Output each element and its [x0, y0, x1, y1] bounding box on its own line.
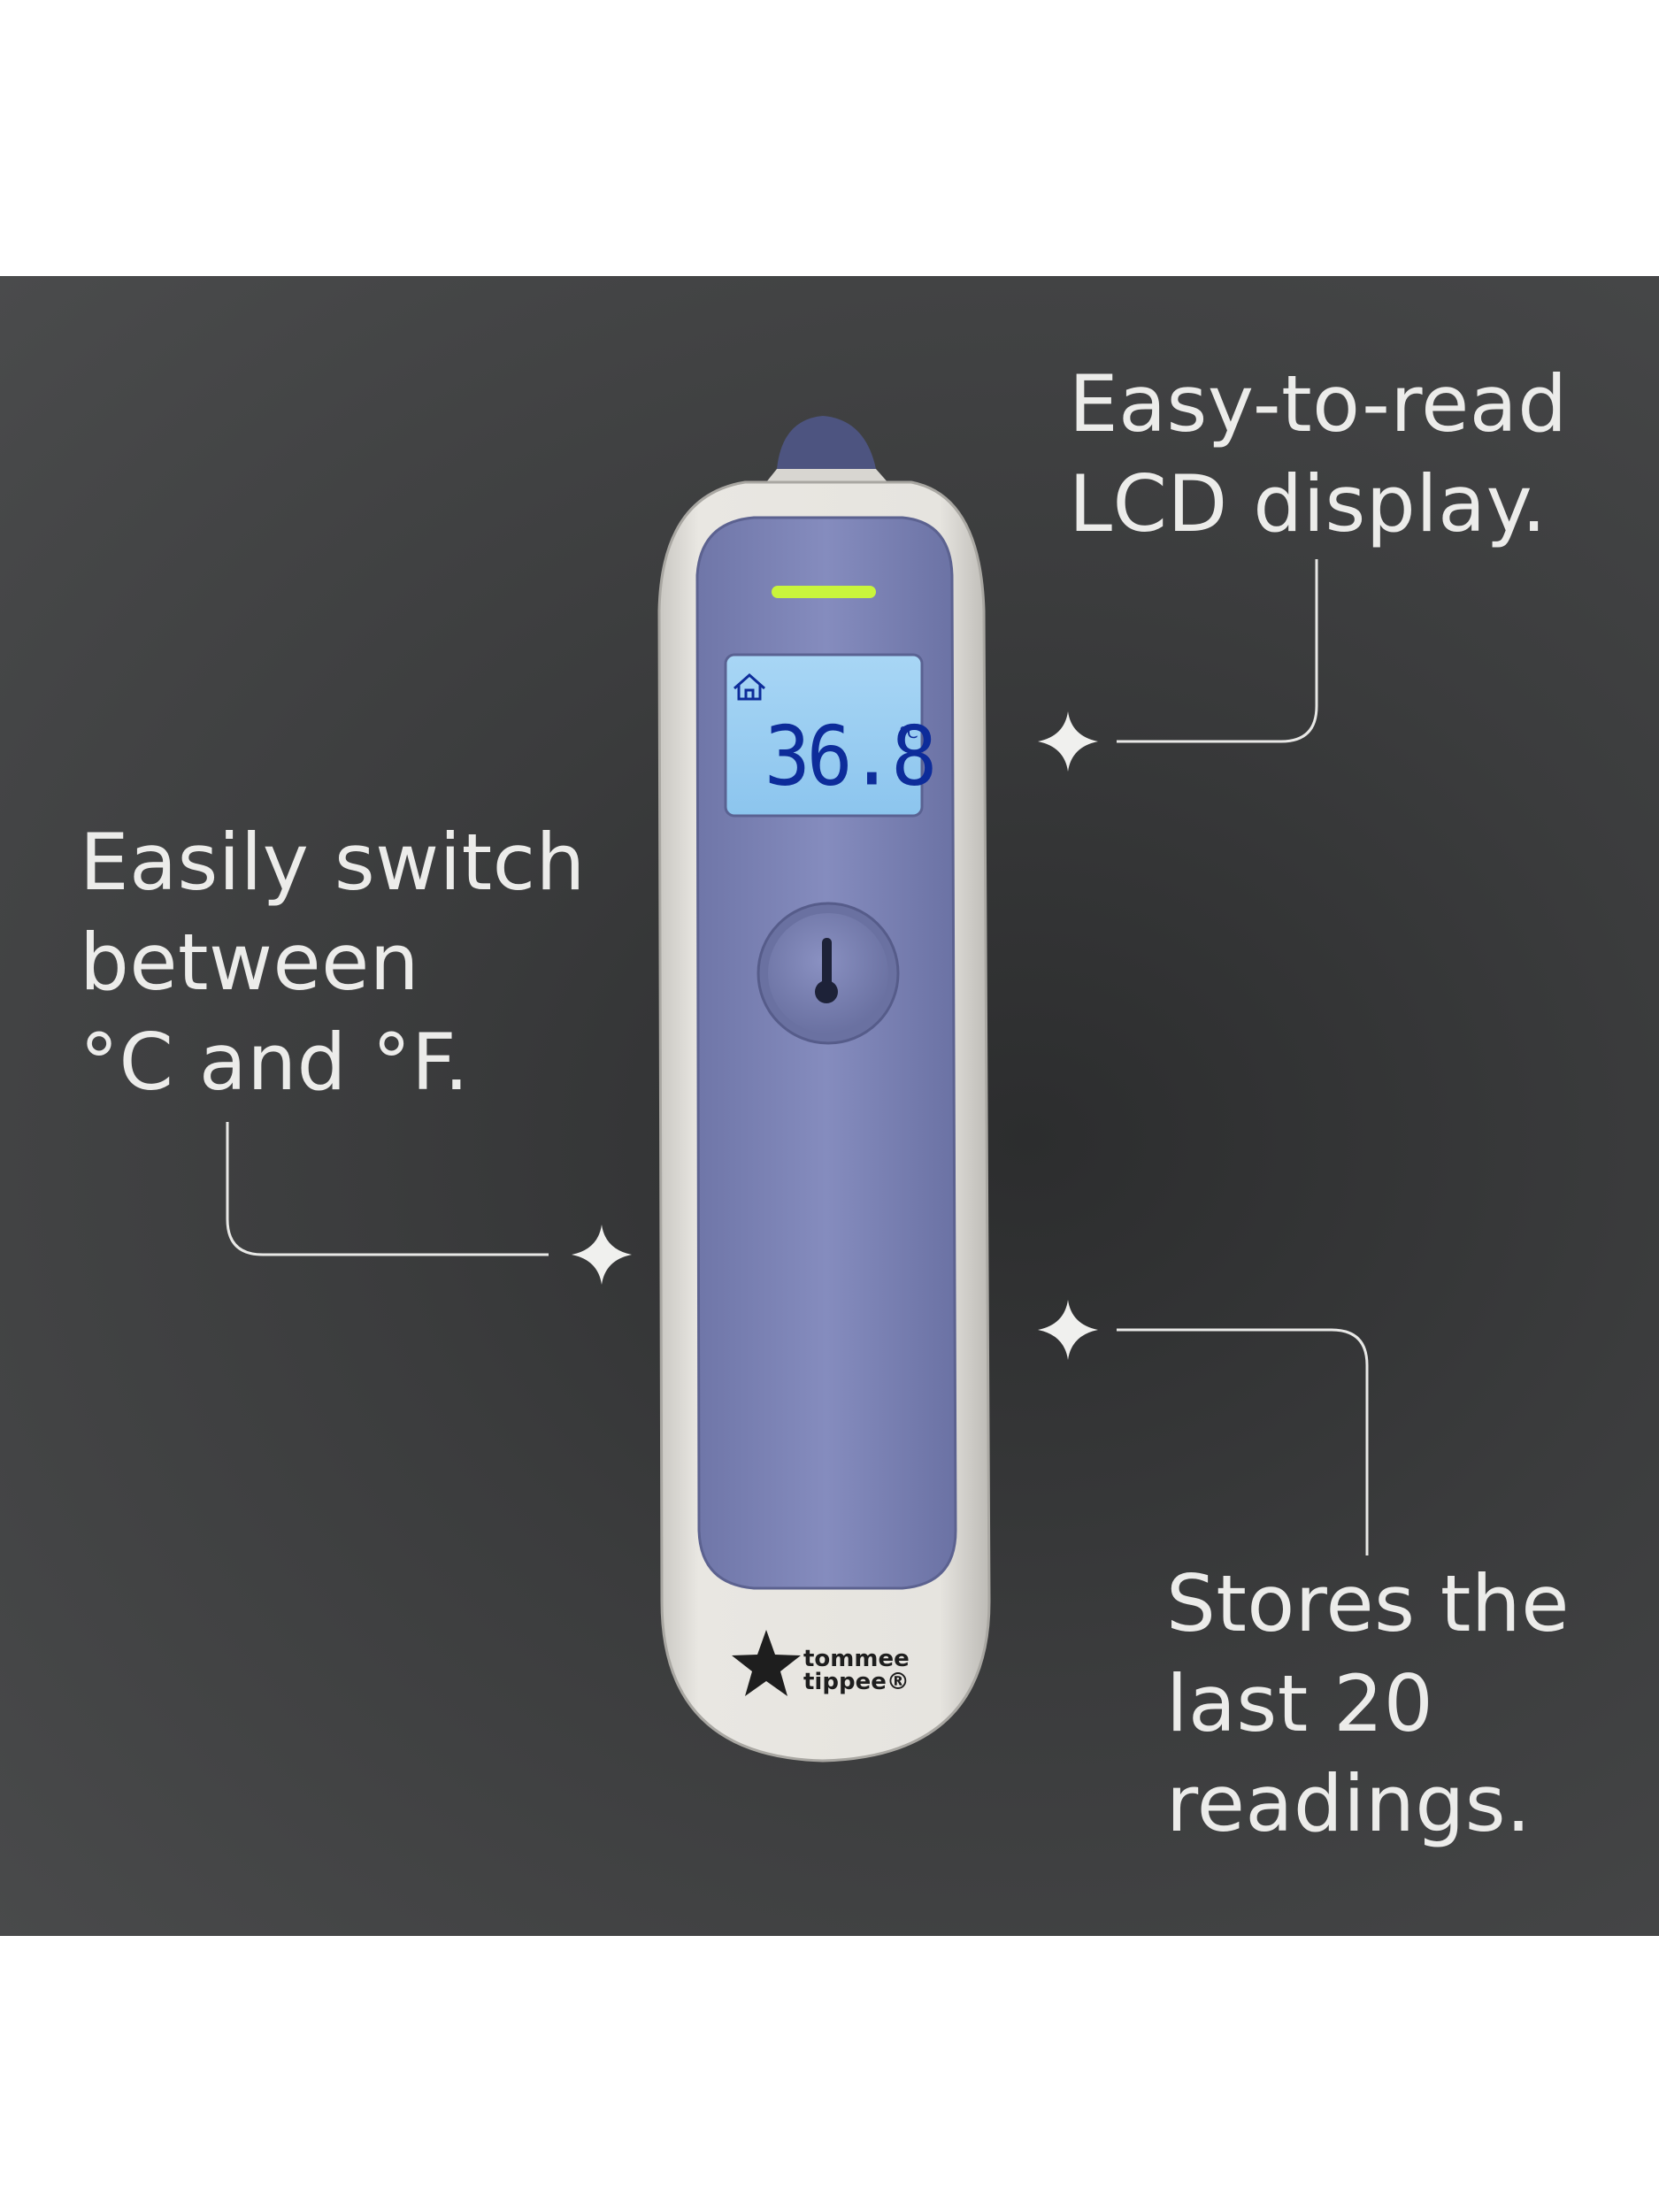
brand-line-2: tippee® — [803, 1669, 910, 1695]
probe-tip — [759, 416, 895, 491]
caption-stored-readings: Stores the last 20 readings. — [1166, 1558, 1570, 1849]
lcd-temperature-readout: 36.8 — [764, 709, 937, 804]
indicator-led — [772, 586, 876, 598]
sparkle-icon — [1038, 1300, 1098, 1360]
callout-lines — [226, 559, 1369, 1555]
caption-lcd-display: Easy-to-read LCD display. — [1069, 358, 1568, 549]
thermometer-icon — [815, 938, 838, 1003]
star-logo-icon — [732, 1630, 801, 1696]
brand-line-1: tommee — [803, 1646, 910, 1672]
sparkle-icon — [1038, 711, 1098, 772]
brand-wordmark: tommee tippee® — [803, 1647, 910, 1694]
lcd-screen — [724, 653, 924, 818]
caption-unit-switch: Easily switch between °C and °F. — [80, 817, 586, 1108]
sparkle-icon — [572, 1225, 632, 1285]
lcd-unit-label: °C — [899, 724, 918, 742]
home-icon — [733, 672, 765, 701]
